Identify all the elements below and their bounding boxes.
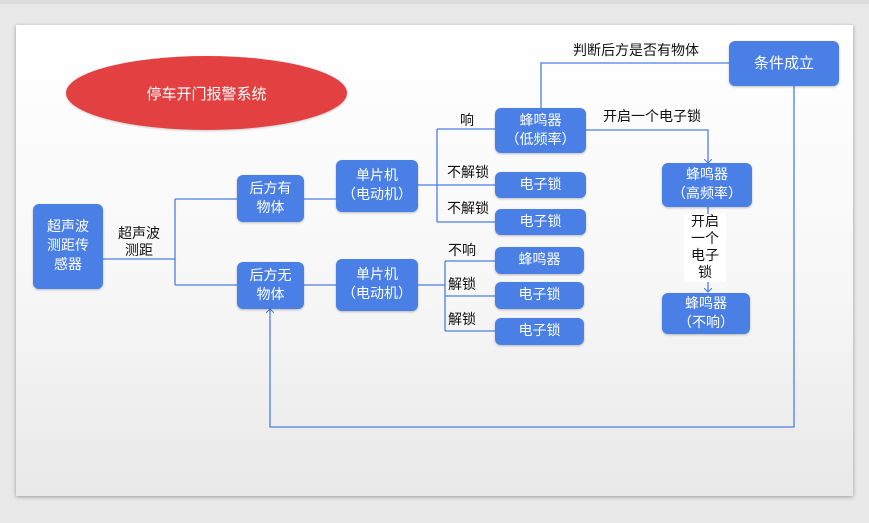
label-open-lock: 开启一个电子锁 (603, 109, 701, 125)
buzzer-high-node: 蜂鸣器 （高频率） (662, 163, 752, 207)
no-object-node: 后方无 物体 (237, 262, 304, 309)
lock-top-1-node: 电子锁 (495, 172, 586, 198)
sensor-node: 超声波 测距传 感器 (33, 204, 103, 289)
buzzer-mid-node: 蜂鸣器 (495, 247, 584, 274)
lock-bottom-1-node: 电子锁 (495, 282, 584, 309)
lock-top-2-node: 电子锁 (495, 209, 586, 235)
label-unlock-1: 解锁 (448, 277, 476, 293)
lock-bottom-2-node: 电子锁 (495, 318, 584, 345)
label-no-unlock-2: 不解锁 (447, 201, 489, 217)
label-no-unlock-1: 不解锁 (447, 165, 489, 181)
buzzer-off-node: 蜂鸣器 （不响） (662, 293, 750, 334)
label-open-lock-vertical: 开启 一个 电子 锁 (684, 214, 726, 282)
label-no-ring: 不响 (448, 243, 476, 259)
top-bar (0, 0, 869, 4)
system-title: 停车开门报警系统 (66, 56, 347, 130)
has-object-node: 后方有 物体 (237, 175, 304, 222)
mcu-bottom-node: 单片机 （电动机） (336, 259, 418, 311)
line-open-lock (586, 129, 708, 163)
label-unlock-2: 解锁 (448, 312, 476, 328)
label-ring: 响 (460, 113, 474, 129)
label-ultrasonic: 超声波 测距 (118, 226, 160, 259)
line-feedback-loop (270, 86, 795, 428)
line-judge-behind (540, 62, 729, 108)
mcu-top-node: 单片机 （电动机） (336, 160, 418, 212)
label-judge-behind: 判断后方是否有物体 (573, 43, 699, 59)
condition-node: 条件成立 (729, 41, 839, 86)
buzzer-low-node: 蜂鸣器 （低频率） (495, 108, 586, 153)
